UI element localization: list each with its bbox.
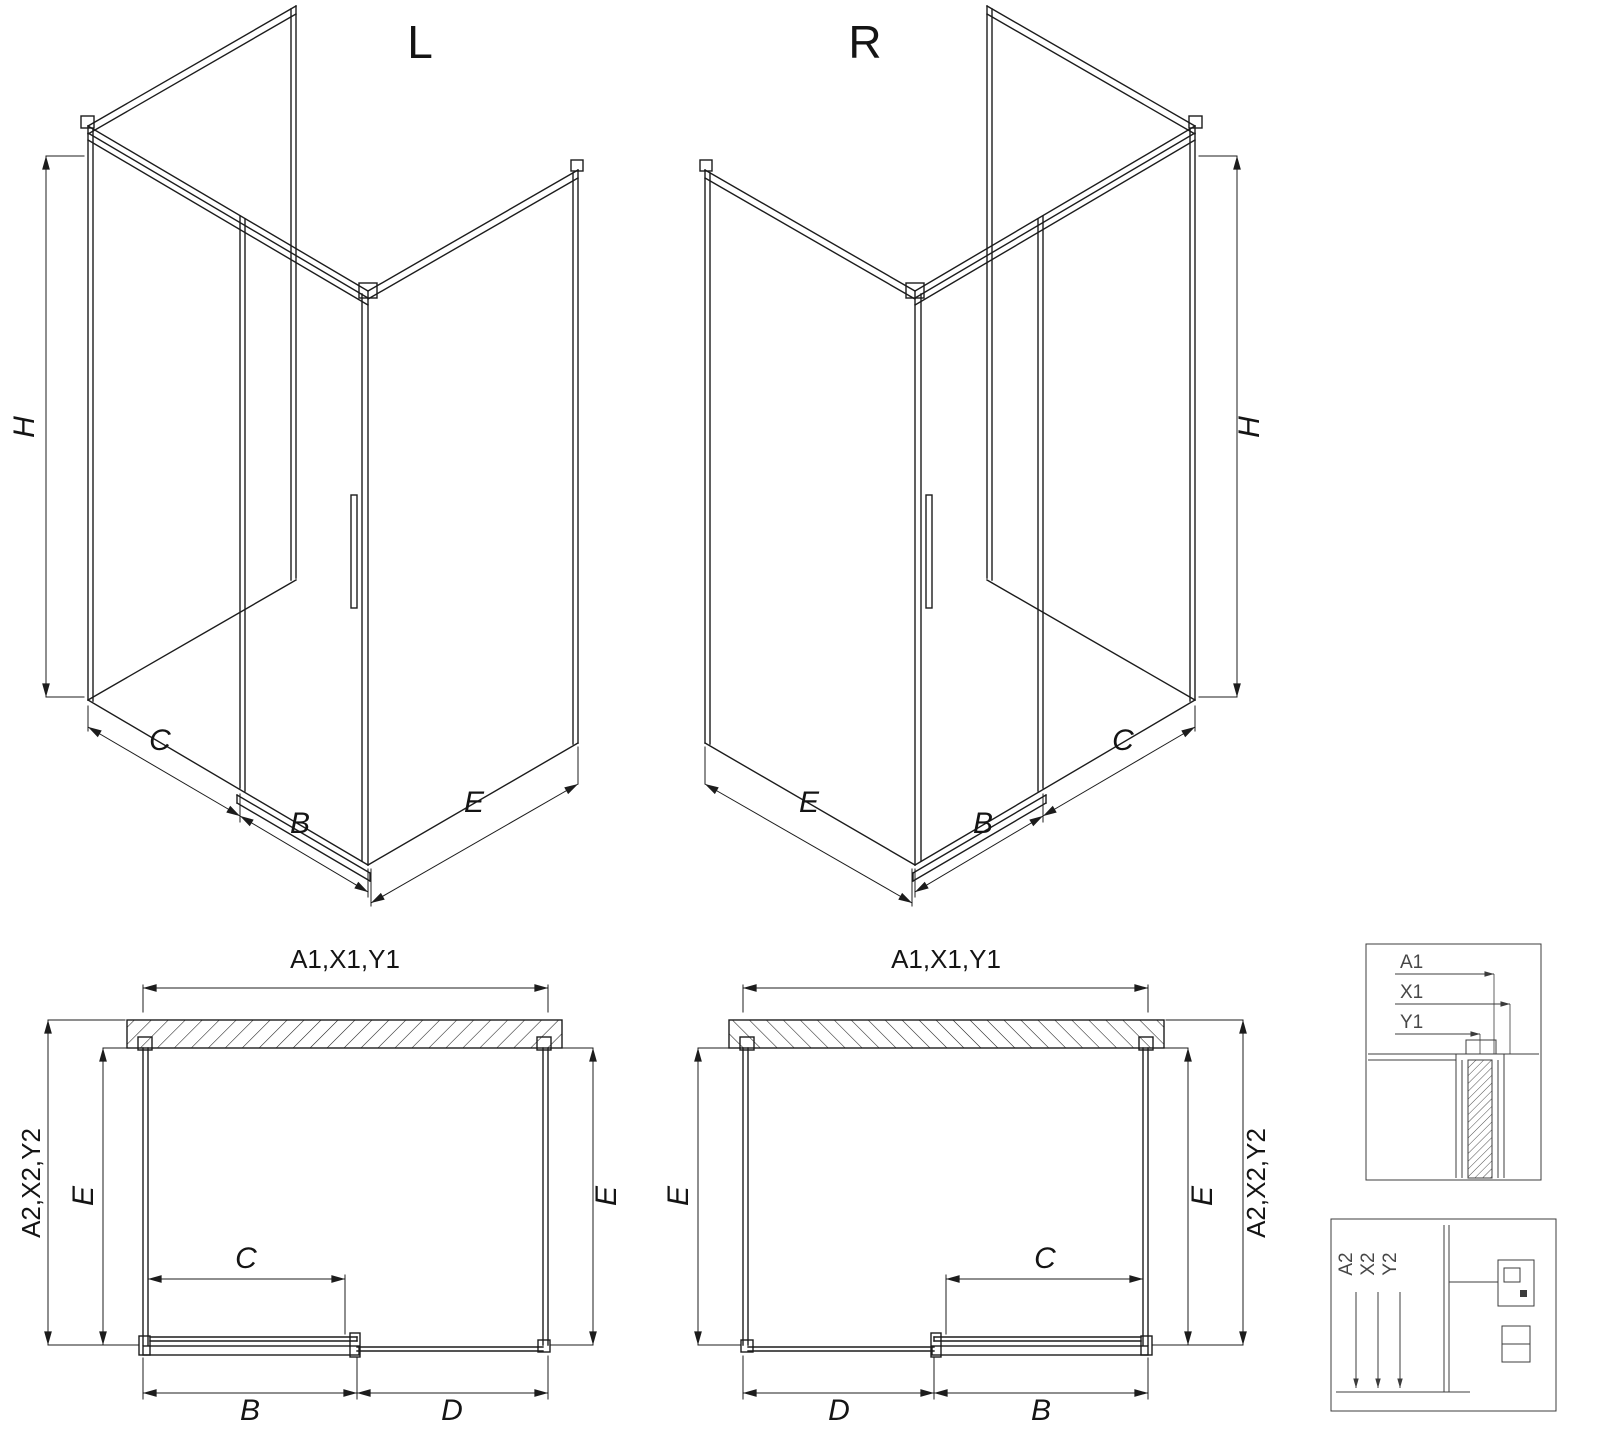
iso-left-title: L: [407, 16, 433, 68]
detail-width-dim1: A1: [1400, 952, 1423, 973]
iso-left-linework: [46, 6, 583, 906]
plan-left-dim-depth-right: E: [590, 1185, 623, 1206]
plan-right-labels: A1,X1,Y1 A2,X2,Y2 E E C D B: [662, 944, 1271, 1427]
plan-right-dim-bottom-left: D: [828, 1394, 850, 1427]
detail-depth-adjustment: A2 X2 Y2: [1330, 1218, 1557, 1412]
iso-left-dim-door: B: [290, 807, 310, 840]
plan-left-labels: A1,X1,Y1 A2,X2,Y2 E E C B D: [16, 944, 623, 1427]
plan-left-dim-depth-outer: A2,X2,Y2: [16, 1128, 46, 1238]
detail-depth-dim2: X2: [1358, 1252, 1379, 1275]
plan-left-linework: [48, 985, 593, 1399]
iso-left-dim-height: H: [8, 416, 41, 438]
detail-width-dim2: X1: [1400, 982, 1423, 1003]
plan-right-linework: [698, 985, 1243, 1399]
plan-right-dim-bottom-right: B: [1031, 1394, 1051, 1427]
iso-right-dim-side: E: [799, 786, 820, 819]
iso-left-dim-side: E: [464, 786, 485, 819]
detail-depth-dim3: Y2: [1380, 1252, 1401, 1275]
iso-right-linework: [700, 6, 1237, 906]
plan-left-dim-bottom-right: D: [441, 1394, 463, 1427]
iso-right-dim-height: H: [1233, 416, 1266, 438]
plan-left-dim-width-top: A1,X1,Y1: [290, 944, 400, 974]
plan-right-dim-width-top: A1,X1,Y1: [891, 944, 1001, 974]
iso-right-labels: R H C B E: [799, 16, 1266, 840]
plan-right-dim-depth-right: E: [1186, 1185, 1219, 1206]
plan-right-dim-depth-left: E: [662, 1185, 695, 1206]
plan-left-dim-depth-left: E: [67, 1185, 100, 1206]
plan-right-dim-depth-outer: A2,X2,Y2: [1241, 1128, 1271, 1238]
plan-left-dim-bottom-left: B: [240, 1394, 260, 1427]
iso-right-title: R: [848, 16, 881, 68]
iso-left-labels: L H C B E: [8, 16, 485, 840]
detail-depth-dim1: A2: [1336, 1252, 1357, 1275]
iso-right-dim-fixed: C: [1112, 724, 1134, 757]
plan-right-dim-opening: C: [1034, 1242, 1056, 1275]
iso-right-dim-door: B: [973, 807, 993, 840]
plan-left-dim-opening: C: [235, 1242, 257, 1275]
iso-left-dim-fixed: C: [149, 724, 171, 757]
detail-width-dim3: Y1: [1400, 1012, 1423, 1033]
detail-width-adjustment: A1 X1 Y1: [1365, 943, 1542, 1181]
